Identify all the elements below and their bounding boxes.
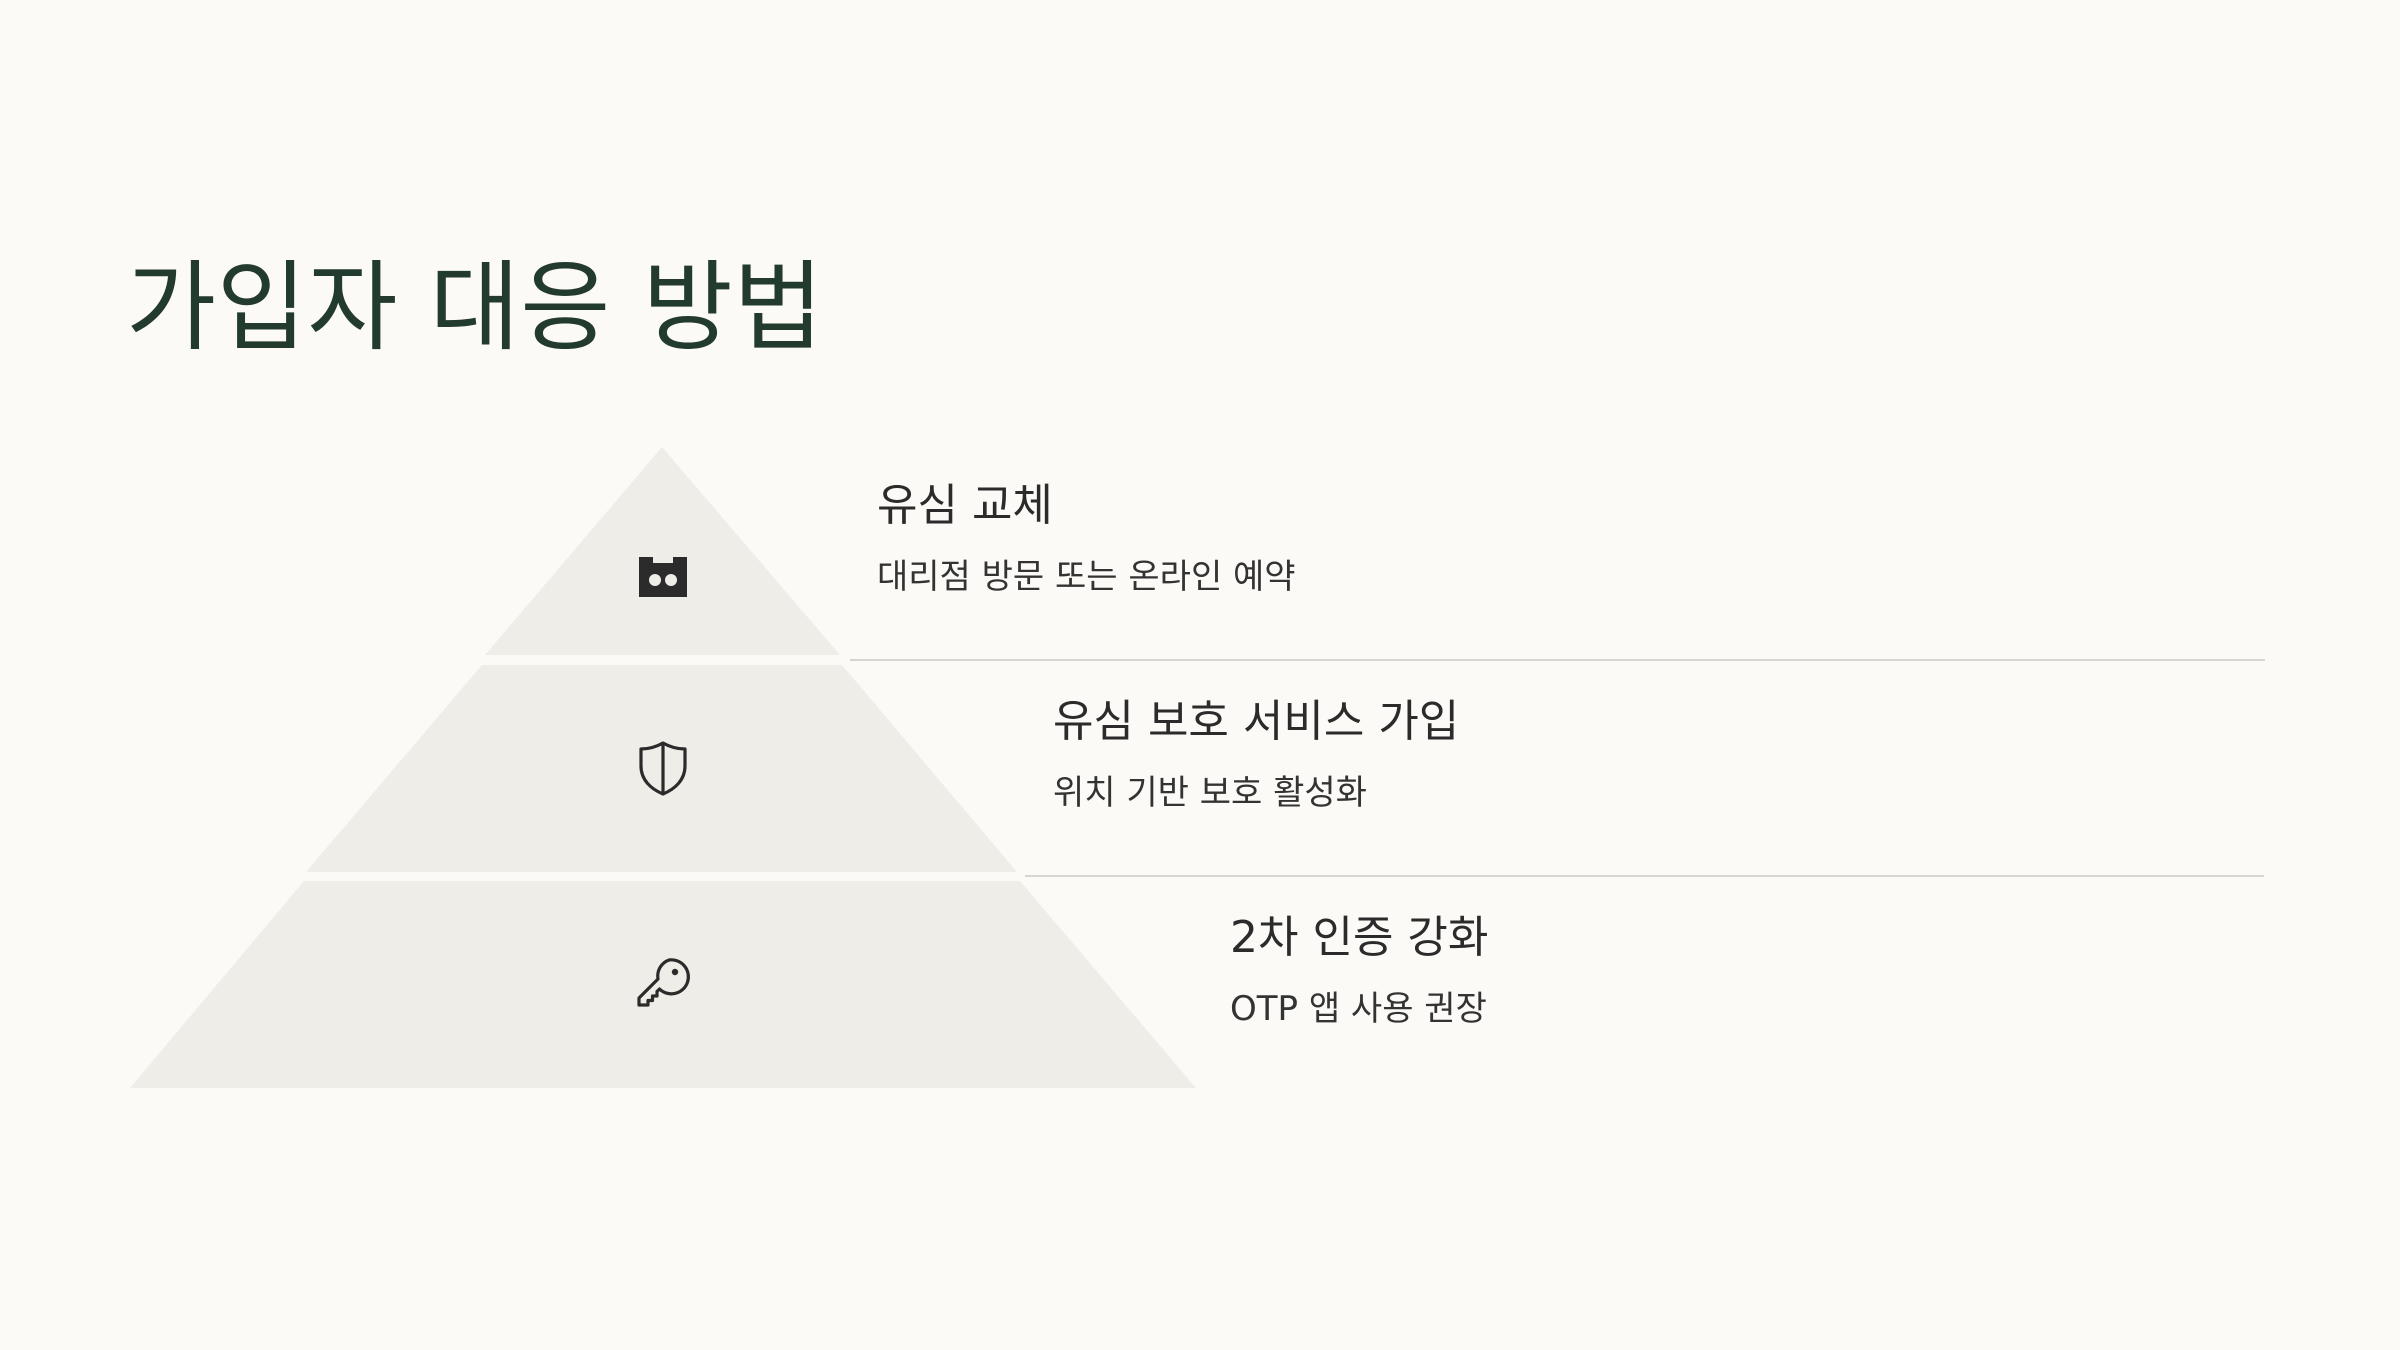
tier-3-text: 2차 인증 강화 OTP 앱 사용 권장 (1230, 912, 1488, 1030)
tier-1-heading: 유심 교체 (877, 480, 1053, 531)
tier-3-heading: 2차 인증 강화 (1230, 912, 1489, 963)
tier-3-description: OTP 앱 사용 권장 (1230, 988, 1487, 1029)
tier-1-text: 유심 교체 대리점 방문 또는 온라인 예약 (877, 480, 1296, 598)
key-icon (633, 954, 693, 1014)
pyramid-tier-top (485, 447, 840, 655)
tier-2-description: 위치 기반 보호 활성화 (1053, 772, 1367, 813)
slide-title: 가입자 대응 방법 (126, 251, 824, 365)
tier-1-description: 대리점 방문 또는 온라인 예약 (877, 556, 1296, 597)
tier-2-heading: 유심 보호 서비스 가입 (1053, 696, 1460, 747)
pyramid-tier-bottom (130, 881, 1196, 1088)
sim-card-icon (633, 547, 693, 607)
shield-icon (633, 738, 693, 798)
tier-2-text: 유심 보호 서비스 가입 위치 기반 보호 활성화 (1053, 696, 1459, 814)
